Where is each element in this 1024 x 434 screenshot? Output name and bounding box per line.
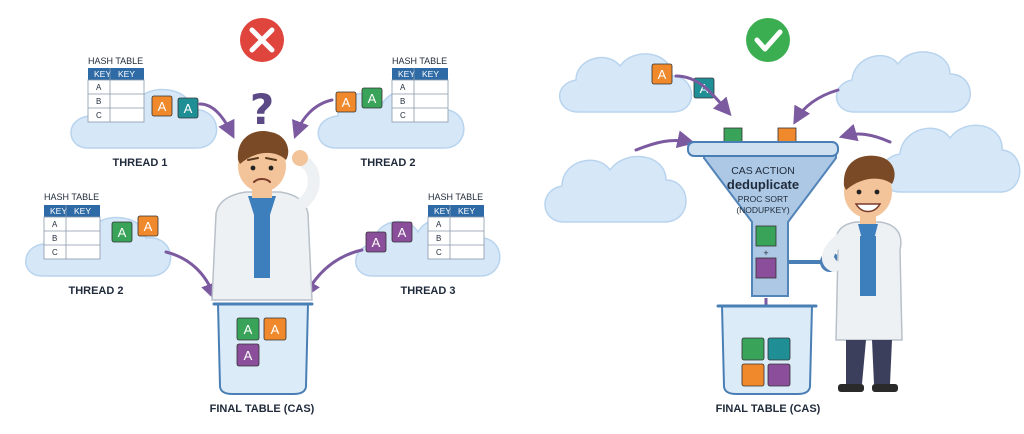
table-header-key: KEY [118,69,135,79]
dedup-funnel: CAS ACTION deduplicate PROC SORT (NODUPK… [686,141,840,297]
cloud [880,124,1021,193]
hash-table-title: HASH TABLE [88,56,143,66]
svg-text:A: A [372,235,381,250]
table-row-label: A [400,83,406,92]
table-row-label: B [400,97,405,106]
table-row-label: A [436,220,442,229]
cross-mark-icon [240,18,284,62]
table-row-label: B [96,97,101,106]
thread-label: THREAD 2 [68,285,123,297]
thread-cloud-4: HASH TABLE KEY KEY A B C A A THREAD 3 [355,192,501,297]
table-row-label: C [436,248,442,257]
hash-table: KEY KEY A B C [43,205,101,260]
check-mark-icon [746,18,790,62]
data-block-orange: A [263,317,287,341]
svg-text:A: A [342,95,351,110]
cloud [835,51,971,113]
table-row-label: A [52,220,58,229]
svg-text:A: A [658,67,667,82]
funnel-line-2: (NODUPKEY) [736,205,790,215]
question-mark-icon: ? [250,85,274,134]
svg-text:A: A [244,322,253,337]
hash-table: KEY KEY A B C [391,68,449,123]
funnel-action: deduplicate [727,177,799,192]
thread-cloud-3: HASH TABLE KEY KEY A B C A A THREAD 2 [25,192,172,297]
svg-text:A: A [244,348,253,363]
svg-text:A: A [118,225,127,240]
final-table-label-left: FINAL TABLE (CAS) [210,403,315,415]
table-header-key: KEY [398,69,415,79]
hash-table-title: HASH TABLE [428,192,483,202]
table-header-key: KEY [422,69,439,79]
table-row-label: A [96,83,102,92]
data-block-teal: A [177,97,199,119]
svg-text:A: A [158,99,167,114]
hash-table: KEY KEY A B C [87,68,145,123]
thread-label: THREAD 3 [400,285,455,297]
table-header-key: KEY [74,206,91,216]
funnel-line-1: PROC SORT [738,194,788,204]
table-header-key: KEY [458,206,475,216]
thread-cloud-2: HASH TABLE KEY KEY A B C A A THREAD 2 [317,56,465,169]
happy-scientist [821,155,903,392]
data-block-orange: A [151,95,173,117]
svg-text:A: A [368,91,377,106]
final-table-beaker-left: A A A [212,302,314,395]
data-block-purple: A [391,221,413,243]
svg-text:A: A [184,101,193,116]
funnel-title: CAS ACTION [731,165,795,177]
data-block-green: A [236,317,260,341]
hash-table: KEY KEY A B C [427,205,485,260]
svg-text:A: A [144,219,153,234]
table-header-key: KEY [434,206,451,216]
thread-label: THREAD 1 [112,157,167,169]
table-header-key: KEY [50,206,67,216]
svg-text:A: A [271,322,280,337]
confused-scientist [211,131,320,301]
final-table-label-right: FINAL TABLE (CAS) [716,403,821,415]
table-header-key: KEY [94,69,111,79]
thread-label: THREAD 2 [360,157,415,169]
svg-text:A: A [398,225,407,240]
table-row-label: B [436,234,441,243]
data-block-orange: A [137,215,159,237]
table-row-label: B [52,234,57,243]
data-block-green: A [361,87,383,109]
flow-arrows-right [634,74,892,152]
data-block-green: A [111,221,133,243]
data-block-orange: A [335,91,357,113]
data-block-green [741,337,765,361]
data-block-teal [767,337,791,361]
data-block-green [755,225,777,247]
data-block-orange: A [651,63,673,85]
data-block-purple: A [365,231,387,253]
data-block-purple [767,363,791,387]
table-row-label: C [96,111,102,120]
table-row-label: C [400,111,406,120]
data-block-orange [741,363,765,387]
thread-cloud-1: HASH TABLE KEY KEY A B C A A THREAD 1 [70,56,218,169]
hash-table-title: HASH TABLE [392,56,447,66]
plus-sign: + [763,248,768,258]
cloud [544,155,687,223]
final-table-beaker-right [716,304,818,395]
data-block-purple: A [236,343,260,367]
table-row-label: C [52,248,58,257]
data-block-purple [755,257,777,279]
hash-table-title: HASH TABLE [44,192,99,202]
